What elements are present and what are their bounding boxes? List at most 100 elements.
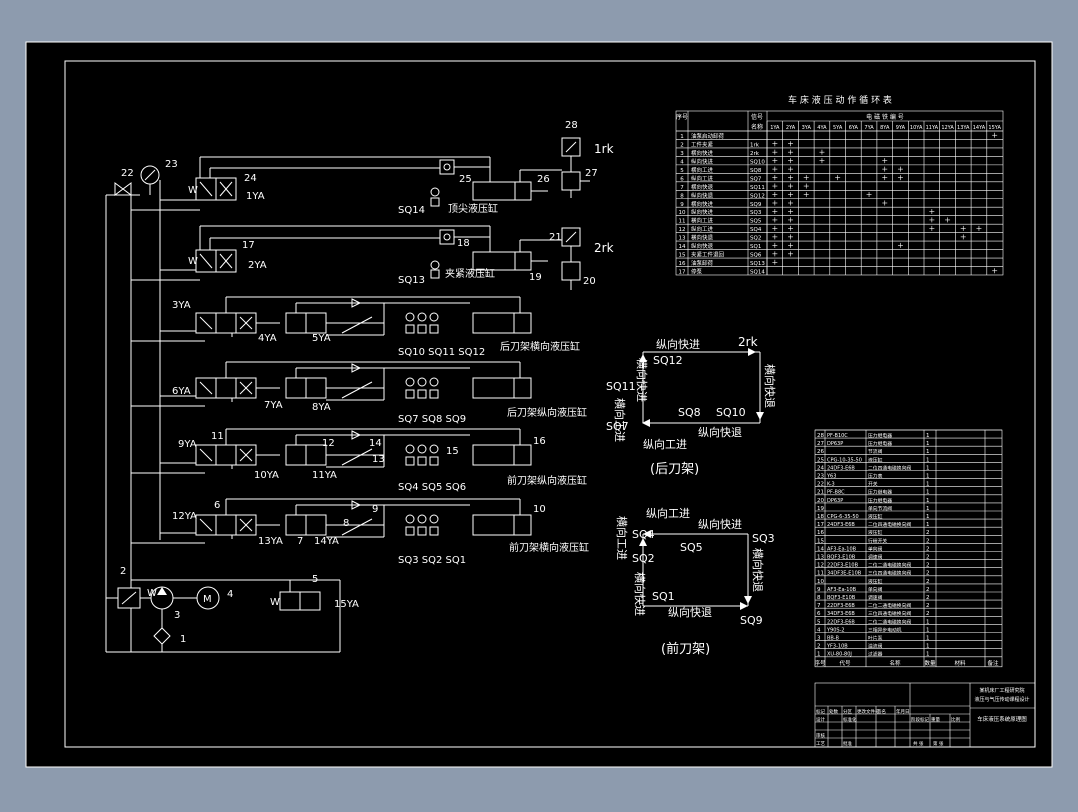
table-row-signal: 2rk (750, 151, 760, 157)
parts-row-qty: 1 (926, 619, 930, 625)
title-r4-4: 共 张 (913, 740, 924, 747)
table-row-num: 12 (679, 227, 686, 233)
parts-row-num: 23 (817, 474, 824, 480)
parts-head-code: 代号 (839, 659, 851, 667)
table-sol-11YA: 11YA (926, 125, 939, 131)
label-2ya: 2YA (248, 260, 267, 271)
label-part-20: 20 (583, 276, 596, 287)
table-sol-4YA: 4YA (817, 125, 827, 131)
table-row-name: 纵向工进 (691, 225, 714, 233)
parts-row-code: 34DF3E-E10B (827, 571, 862, 577)
label-sq-row4: SQ3 SQ2 SQ1 (398, 555, 466, 566)
table-sol-12YA: 12YA (941, 125, 954, 131)
title-r4-5: 第 张 (933, 740, 944, 747)
label-14ya: 14YA (314, 536, 339, 547)
table-sol-3YA: 3YA (802, 125, 812, 131)
parts-row-name: 调速阀 (868, 554, 883, 561)
front-sq9: SQ9 (740, 614, 763, 627)
table-sol-5YA: 5YA (833, 125, 843, 131)
parts-row-qty: 2 (926, 530, 930, 536)
title-r2-2: 标准化 (843, 716, 857, 723)
parts-row-qty: 2 (926, 611, 930, 617)
parts-row-qty: 1 (926, 490, 930, 496)
table-row-signal: SQ5 (750, 219, 762, 225)
label-part-4: 4 (227, 589, 233, 600)
parts-row-qty: 1 (926, 482, 930, 488)
parts-row-code: 22DF3-E10B (827, 563, 859, 569)
label-15ya: 15YA (334, 599, 359, 610)
parts-row-num: 15 (817, 538, 824, 544)
parts-row-name: 节流阀 (868, 448, 883, 455)
table-sol-10YA: 10YA (910, 125, 923, 131)
label-cyl-tailstock: 顶尖液压缸 (448, 202, 498, 215)
table-sol-6YA: 6YA (849, 125, 859, 131)
parts-row-qty: 1 (926, 652, 930, 658)
rear-bottom: 纵向工进 (643, 437, 687, 451)
table-head-signal2: 名称 (751, 123, 763, 131)
front-top: 纵向工进 (646, 506, 690, 520)
table-row-name: 停泵 (691, 268, 703, 276)
front-top2: 纵向快进 (698, 517, 742, 531)
table-sol-14YA: 14YA (973, 125, 986, 131)
parts-row-qty: 1 (926, 433, 930, 439)
cylinder-18 (472, 251, 532, 271)
parts-row-code: K-3 (827, 482, 835, 488)
cylinder-25 (472, 181, 532, 201)
table-row-signal: SQ13 (750, 261, 765, 267)
front-tool-cycle (639, 530, 752, 610)
parts-row-name: 二位二通电磁换向阀 (868, 602, 911, 609)
table-row-signal: SQ9 (750, 202, 762, 208)
parts-row-code: 24DF3-E6B (827, 465, 855, 471)
table-row-signal: 1rk (750, 142, 760, 148)
table-row-num: 13 (679, 236, 686, 242)
cylinder (472, 312, 532, 334)
rear-sq8: SQ8 (678, 406, 701, 419)
label-6ya: 6YA (172, 386, 191, 397)
parts-row-num: 24 (817, 465, 824, 471)
parts-row-num: 27 (817, 441, 824, 447)
label-part-6: 6 (214, 500, 220, 511)
front-sq1: SQ1 (652, 590, 675, 603)
title-r1-4: 签名 (877, 708, 886, 715)
title-r1-3: 更改文件号 (857, 708, 880, 715)
table-row-signal: SQ11 (750, 185, 765, 191)
parts-row-qty: 1 (926, 474, 930, 480)
label-part-21: 21 (549, 232, 562, 243)
label-1rk: 1rk (594, 142, 614, 156)
label-part-3: 3 (174, 610, 180, 621)
table-row-signal: SQ10 (750, 159, 765, 165)
table-head-seq: 序号 (676, 113, 688, 121)
parts-row-qty: 1 (926, 522, 930, 528)
front-sq2: SQ2 (632, 552, 655, 565)
parts-row-num: 2 (817, 644, 821, 650)
label-cyl-front-cross: 前刀架横向液压缸 (509, 541, 589, 554)
parts-row-name: 三位四通电磁换向阀 (868, 610, 911, 617)
rear-caption: (后刀架) (650, 462, 699, 477)
table-row-num: 10 (679, 210, 686, 216)
rear-right: 横向快退 (763, 364, 777, 408)
parts-row-num: 14 (817, 546, 824, 552)
cylinder (472, 377, 532, 399)
parts-row-name: 行程开关 (868, 537, 887, 544)
parts-row-num: 7 (817, 603, 821, 609)
table-row-name: 纵向快退 (691, 242, 714, 250)
branch-1 (131, 296, 532, 342)
table-row-num: 2 (680, 142, 684, 148)
parts-row-code: CPG-6-35-50 (827, 514, 859, 520)
parts-row-num: 3 (817, 636, 821, 642)
label-part-7: 7 (297, 536, 303, 547)
rear-sq7: SQ7 (606, 420, 629, 433)
parts-row-qty: 2 (926, 563, 930, 569)
parts-row-qty: 1 (926, 644, 930, 650)
table-row-signal: SQ2 (750, 236, 761, 242)
parts-row-num: 8 (817, 595, 821, 601)
parts-row-name: 单向阀 (868, 586, 883, 593)
parts-row-qty: 2 (926, 579, 930, 585)
parts-row-qty: 1 (926, 457, 930, 463)
rear-cycle-labels: 纵向快进 2rk SQ12 SQ11 SQ7 SQ8 SQ10 纵向工进 纵向快… (606, 335, 777, 477)
label-spring-pump: W (147, 588, 157, 599)
parts-row-name: 叶片泵 (868, 635, 883, 642)
table-row-signal: SQ4 (750, 227, 762, 233)
parts-row-qty: 1 (926, 465, 930, 471)
